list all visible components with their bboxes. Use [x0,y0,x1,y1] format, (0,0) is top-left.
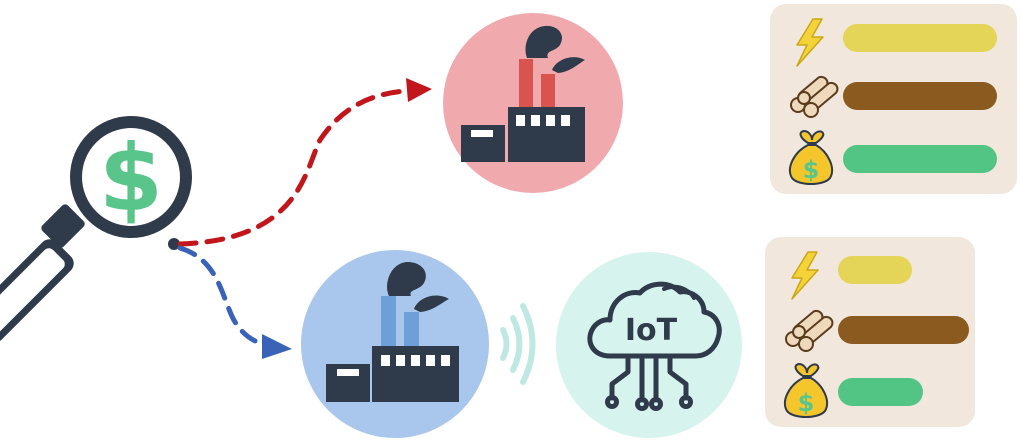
money-bar [843,145,997,173]
svg-text:$: $ [798,389,815,417]
energy-bar [843,24,997,52]
blue-arrowhead [262,334,292,359]
dollar-symbol: $ [99,125,163,232]
factory-iot-enabled [301,250,489,438]
red-arrowhead [406,78,432,102]
factory-icon [461,25,585,162]
svg-text:$: $ [803,156,820,184]
wood-bar [843,82,997,110]
iot-label: IoT [625,313,678,348]
energy-bar [838,256,912,284]
lightning-bolt-icon [791,251,819,300]
iot-node: IoT [556,252,742,438]
iot-cloud-icon [587,281,722,411]
money-bag-icon: $ [789,129,834,185]
factory-icon [326,262,459,402]
money-bar [838,378,923,406]
money-bag-icon: $ [784,362,829,418]
wood-bar [838,316,969,344]
wood-logs-icon [790,75,839,118]
wifi-signal-icon [500,303,536,385]
magnifying-glass-dollar-icon: $ [0,116,192,343]
resource-panel-iot: $ [765,237,975,427]
lightning-bolt-icon [796,18,824,67]
resource-panel-traditional: $ [770,4,1017,194]
factory-traditional [443,13,623,193]
blue-dashed-arrow [177,245,275,349]
red-dashed-arrow [177,87,419,247]
wood-logs-icon [785,309,834,352]
path-origin-dot [168,238,180,250]
